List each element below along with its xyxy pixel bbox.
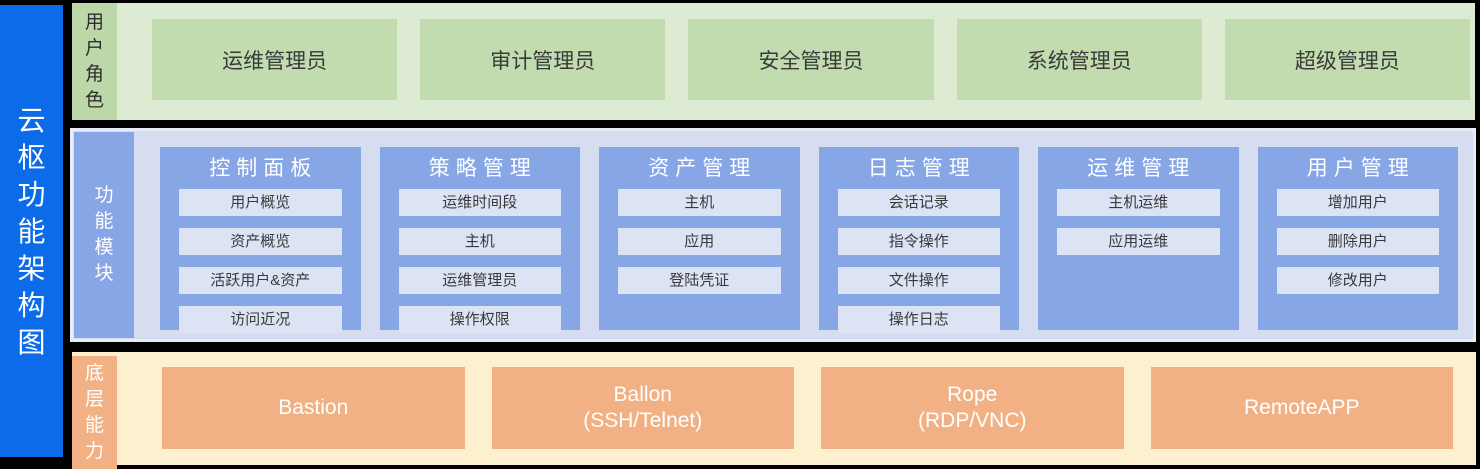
- role-box-security-admin: 安全管理员: [688, 19, 934, 100]
- capability-sub: (SSH/Telnet): [583, 409, 703, 432]
- role-box-audit-admin: 审计管理员: [420, 19, 666, 100]
- capability-name: Rope: [947, 383, 998, 406]
- capability-sub: (RDP/VNC): [918, 409, 1027, 432]
- role-box-super-admin: 超级管理员: [1224, 19, 1471, 100]
- module-item: 活跃用户&资产: [179, 267, 342, 294]
- module-title: 控制面板: [209, 157, 318, 180]
- role-box-ops-admin: 运维管理员: [152, 19, 398, 100]
- base-capabilities-band-label: 底层能力: [72, 356, 117, 469]
- module-item: 应用运维: [1057, 228, 1220, 255]
- capability-box-bastion: Bastion: [162, 367, 465, 449]
- user-roles-band-label: 用户角色: [72, 3, 117, 120]
- function-modules-band-label: 功能模块: [74, 132, 134, 338]
- capability-name: RemoteAPP: [1243, 396, 1360, 419]
- function-modules-band-label-text: 功能模块: [94, 185, 114, 284]
- module-title: 资产管理: [648, 157, 757, 180]
- module-item: 会话记录: [837, 189, 1000, 216]
- module-item: 增加用户: [1276, 189, 1439, 216]
- user-roles-band: 用户角色 运维管理员 审计管理员 安全管理员 系统管理员 超级管理员: [72, 3, 1475, 120]
- module-title: 策略管理: [428, 157, 537, 180]
- module-item: 主机运维: [1057, 189, 1220, 216]
- module-title: 运维管理: [1087, 157, 1196, 180]
- module-item: 运维管理员: [398, 267, 561, 294]
- base-capabilities-band: Bastion Ballon (SSH/Telnet) Rope (RDP/VN…: [72, 352, 1476, 465]
- module-item: 文件操作: [837, 267, 1000, 294]
- module-item: 操作权限: [398, 306, 561, 333]
- user-roles-band-label-text: 用户角色: [85, 11, 105, 111]
- module-item: 访问近况: [179, 306, 342, 333]
- capability-box-remoteapp: RemoteAPP: [1150, 367, 1453, 449]
- module-item: 删除用户: [1276, 228, 1439, 255]
- base-capabilities-band-label-text: 底层能力: [85, 362, 105, 462]
- module-policy-management: 策略管理 运维时间段 主机 运维管理员 操作权限: [379, 147, 580, 333]
- diagram-title: 云枢功能架构图: [17, 104, 46, 358]
- module-item: 主机: [618, 189, 781, 216]
- module-item: 登陆凭证: [618, 267, 781, 294]
- module-item: 操作日志: [837, 306, 1000, 333]
- module-title: 日志管理: [867, 157, 976, 180]
- function-modules-row: 控制面板 用户概览 资产概览 活跃用户&资产 访问近况 策略管理 运维时间段 主…: [160, 147, 1458, 333]
- function-modules-band: 功能模块 控制面板 用户概览 资产概览 活跃用户&资产 访问近况 策略管理 运维…: [70, 128, 1476, 342]
- module-control-panel: 控制面板 用户概览 资产概览 活跃用户&资产 访问近况: [160, 147, 361, 333]
- base-capabilities-row: Bastion Ballon (SSH/Telnet) Rope (RDP/VN…: [162, 367, 1453, 449]
- module-item: 应用: [618, 228, 781, 255]
- module-item: 主机: [398, 228, 561, 255]
- module-item: 运维时间段: [398, 189, 561, 216]
- module-item: 用户概览: [179, 189, 342, 216]
- capability-name: Ballon: [613, 383, 672, 406]
- module-ops-management: 运维管理 主机运维 应用运维: [1038, 147, 1239, 330]
- module-user-management: 用户管理 增加用户 删除用户 修改用户: [1257, 147, 1458, 330]
- capability-box-ballon: Ballon (SSH/Telnet): [491, 367, 794, 449]
- diagram-title-bar: 云枢功能架构图: [0, 5, 63, 457]
- role-box-system-admin: 系统管理员: [956, 19, 1202, 100]
- module-item: 指令操作: [837, 228, 1000, 255]
- module-item: 资产概览: [179, 228, 342, 255]
- module-title: 用户管理: [1306, 157, 1415, 180]
- module-asset-management: 资产管理 主机 应用 登陆凭证: [599, 147, 800, 330]
- capability-name: Bastion: [278, 396, 349, 419]
- module-log-management: 日志管理 会话记录 指令操作 文件操作 操作日志: [818, 147, 1019, 333]
- user-roles-row: 运维管理员 审计管理员 安全管理员 系统管理员 超级管理员: [152, 19, 1471, 100]
- module-item: 修改用户: [1276, 267, 1439, 294]
- capability-box-rope: Rope (RDP/VNC): [821, 367, 1124, 449]
